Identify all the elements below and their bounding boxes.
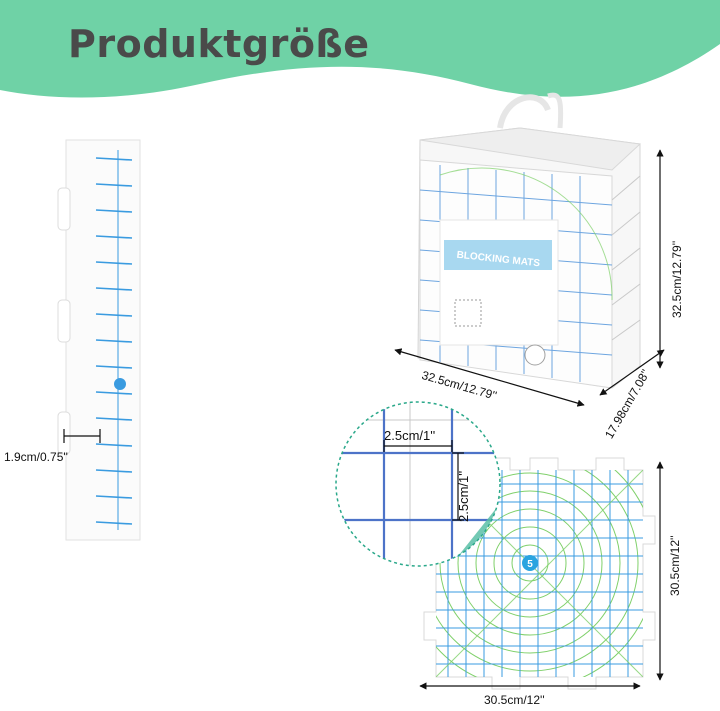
storage-bag bbox=[417, 92, 642, 389]
page-title: Produktgröße bbox=[68, 22, 370, 66]
zoom-circle-border bbox=[335, 401, 501, 567]
zoom-detail bbox=[336, 402, 500, 566]
mat-center-number: 5 bbox=[527, 559, 533, 570]
mat-edge-view bbox=[57, 139, 144, 541]
mat-width-label: 30.5cm/12'' bbox=[484, 693, 545, 707]
header-band bbox=[0, 0, 720, 98]
package-label: BLOCKING MATS bbox=[456, 250, 541, 270]
grid-width-label: 2.5cm/1'' bbox=[384, 428, 436, 443]
thickness-label: 1.9cm/0.75'' bbox=[4, 450, 68, 464]
